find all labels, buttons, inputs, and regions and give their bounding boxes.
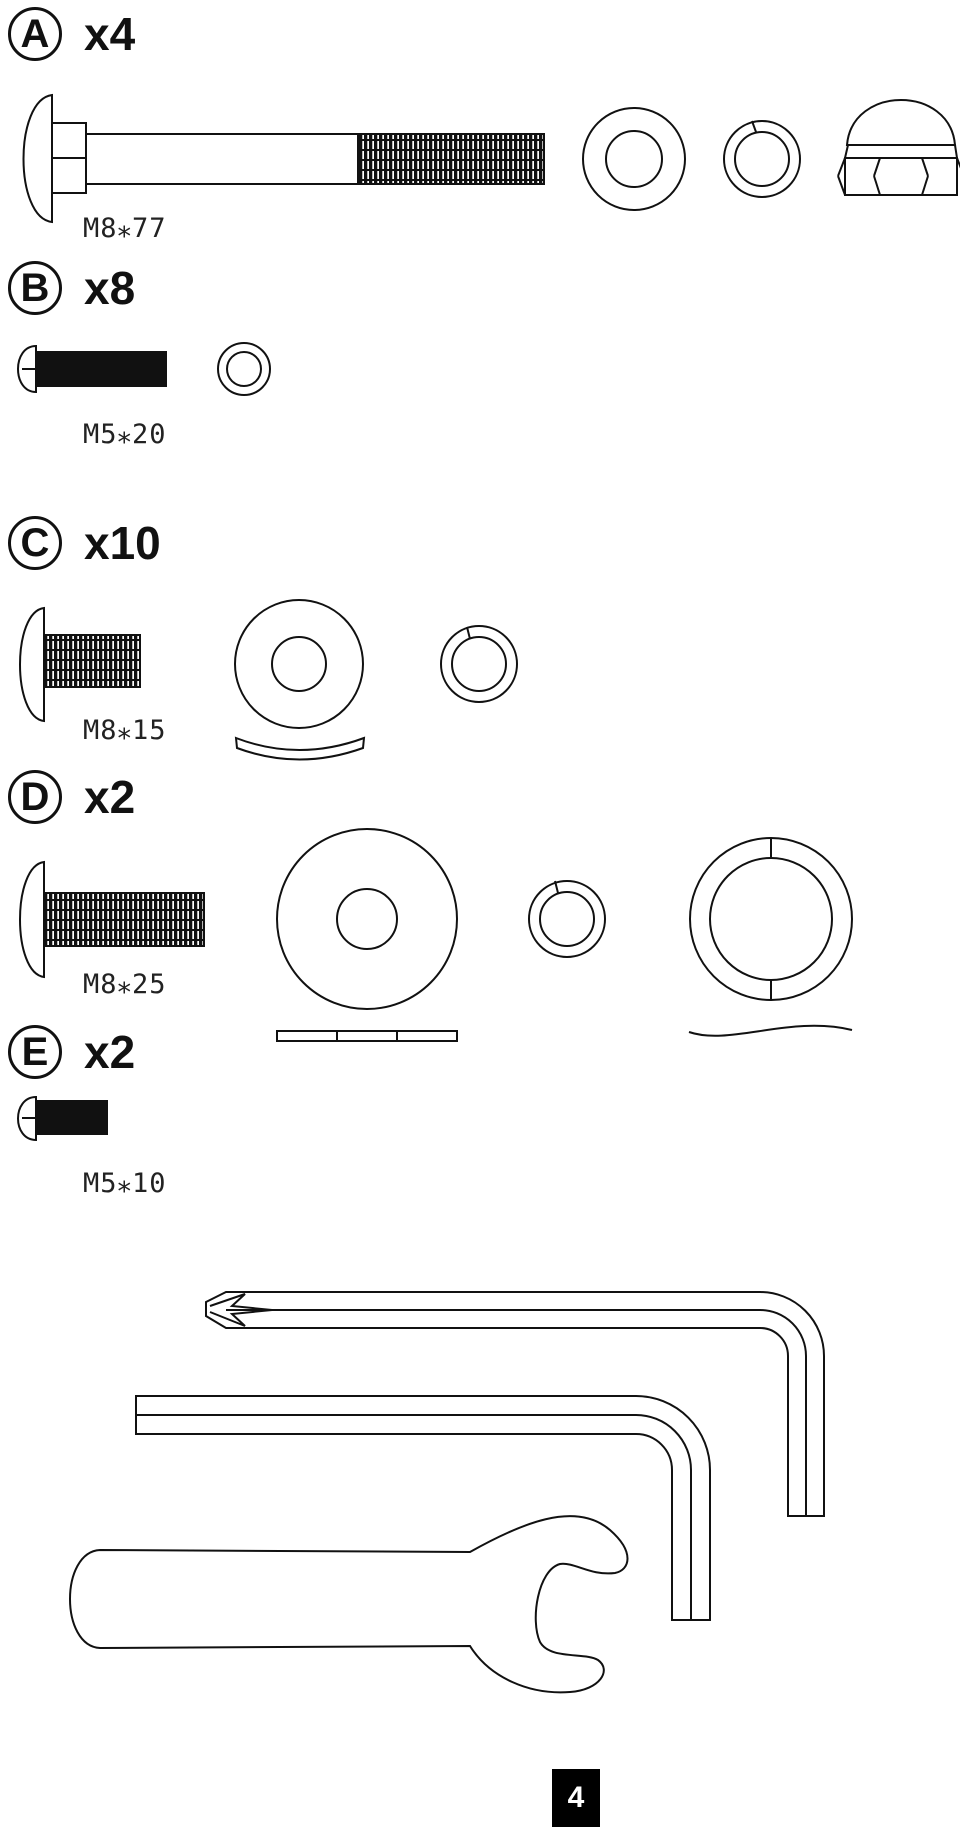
open-end-wrench-icon: [69, 1515, 629, 1694]
pan-head-screw-icon: [17, 344, 167, 394]
fender-washer-icon: [276, 828, 458, 1042]
spring-washer-c-icon: [440, 625, 518, 703]
wave-washer-icon: [688, 837, 853, 1037]
hex-bolt-m8-15-icon: [19, 606, 141, 723]
phillips-screwdriver-icon: [205, 1291, 825, 1517]
spring-washer-icon: [723, 120, 801, 198]
small-washer-icon: [217, 342, 271, 396]
section-e-letter-badge: E: [8, 1025, 62, 1079]
flat-washer-icon: [582, 107, 686, 211]
section-b-letter-badge: B: [8, 261, 62, 315]
pan-head-screw-short-icon: [17, 1095, 108, 1142]
section-c-spec: M8⁎15: [83, 715, 167, 746]
section-e-header: E x2: [8, 1022, 135, 1082]
page-number: 4: [552, 1769, 600, 1827]
section-a-header: A x4: [8, 4, 135, 64]
section-c-quantity: x10: [84, 517, 161, 569]
section-e-quantity: x2: [84, 1026, 136, 1078]
allen-key-icon: [135, 1395, 711, 1621]
section-d-quantity: x2: [84, 771, 136, 823]
section-c-header: C x10: [8, 513, 161, 573]
section-b-header: B x8: [8, 258, 135, 318]
section-a-spec: M8⁎77: [83, 213, 167, 244]
section-d-header: D x2: [8, 767, 135, 827]
acorn-cap-nut-icon: [837, 99, 960, 196]
section-b-quantity: x8: [84, 262, 136, 314]
spring-washer-d-icon: [528, 880, 606, 958]
section-e-spec: M5⁎10: [83, 1168, 167, 1199]
section-c-letter-badge: C: [8, 516, 62, 570]
large-flat-washer-icon: [234, 599, 366, 761]
hex-bolt-m8-25-icon: [19, 860, 205, 979]
carriage-bolt-icon: [22, 93, 545, 224]
section-a-letter-badge: A: [8, 7, 62, 61]
section-a-quantity: x4: [84, 8, 136, 60]
section-b-spec: M5⁎20: [83, 419, 167, 450]
section-d-letter-badge: D: [8, 770, 62, 824]
section-d-spec: M8⁎25: [83, 969, 167, 1000]
